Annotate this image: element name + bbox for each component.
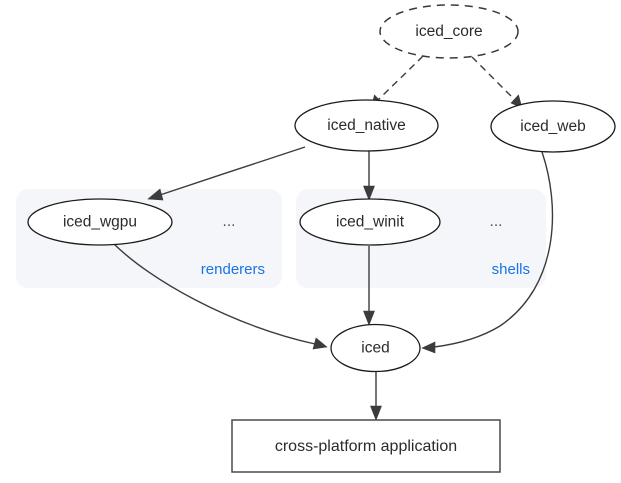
node-iced-wgpu-label: iced_wgpu [63, 214, 137, 231]
edge-iced-native-to-iced-wgpu [147, 146, 306, 201]
node-iced-shape[interactable] [330, 323, 421, 373]
node-iced-web-label: iced_web [520, 118, 586, 135]
node-iced-native[interactable]: iced_native [294, 99, 439, 152]
node-iced-core-label: iced_core [415, 23, 482, 40]
edge-iced-web-to-iced [421, 151, 554, 354]
node-iced-native-label: iced_native [327, 117, 405, 134]
edge-iced-to-application [370, 372, 382, 421]
node-iced-native-shape[interactable] [294, 99, 439, 152]
arrowhead-web-iced [421, 341, 436, 354]
shells-more-indicator: ... [490, 213, 503, 230]
node-iced-winit-shape[interactable] [299, 198, 441, 246]
arrowhead-native-wgpu [147, 188, 164, 201]
edge-path-web-iced [433, 151, 554, 348]
arrowhead-winit-iced [363, 310, 375, 326]
renderers-more-indicator: ... [223, 213, 236, 230]
edge-path-wgpu-iced [112, 242, 316, 345]
edge-iced-native-to-iced-winit [363, 151, 375, 201]
node-iced-web-shape[interactable] [490, 100, 616, 153]
node-iced-winit[interactable]: iced_winit [299, 198, 441, 246]
edge-path-core-native [375, 55, 424, 103]
arrowhead-iced-application [370, 405, 382, 421]
edge-path-core-web [471, 56, 518, 103]
cluster-renderers-label: renderers [201, 261, 265, 278]
edge-iced-core-to-iced-web [471, 56, 523, 109]
node-iced-label: iced [361, 340, 389, 357]
node-iced-core[interactable]: iced_core [379, 4, 519, 59]
node-iced-wgpu[interactable]: iced_wgpu [27, 198, 173, 246]
edge-iced-wgpu-to-iced [112, 242, 328, 350]
node-iced-core-shape[interactable] [379, 4, 519, 59]
node-iced-winit-label: iced_winit [336, 214, 405, 231]
node-iced[interactable]: iced [330, 323, 421, 373]
arrowhead-wgpu-iced [312, 337, 328, 350]
node-iced-web[interactable]: iced_web [490, 100, 616, 153]
edge-iced-winit-to-iced [363, 246, 375, 326]
arrowhead-native-winit [363, 185, 375, 201]
edge-path-native-wgpu [159, 146, 306, 196]
node-application-shape[interactable] [231, 419, 501, 473]
node-iced-wgpu-shape[interactable] [27, 198, 173, 246]
cluster-shells-label: shells [492, 261, 530, 278]
node-application[interactable]: cross-platform application [231, 419, 501, 473]
node-application-label: cross-platform application [275, 438, 457, 455]
